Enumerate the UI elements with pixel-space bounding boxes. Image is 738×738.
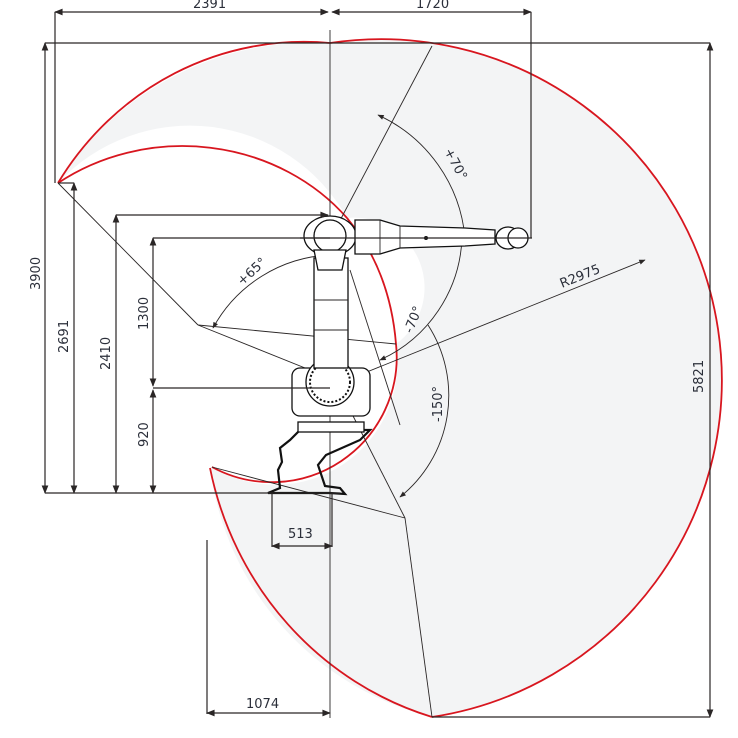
- dim-920: 920: [137, 422, 152, 447]
- lower-reach-arc: [209, 467, 433, 718]
- inner-lower-arc: [211, 343, 398, 484]
- robot-arm: [267, 215, 532, 496]
- dim-3900: 3900: [29, 257, 44, 290]
- inner-upper-arc: [57, 145, 348, 219]
- angle-arcs: [212, 114, 466, 498]
- dim-5821: 5821: [692, 360, 707, 393]
- dim-2691: 2691: [57, 320, 72, 353]
- dim-1300: 1300: [137, 297, 152, 330]
- dimension-lines: [41, 8, 714, 718]
- angle-plus-65: +65°: [235, 255, 270, 289]
- angle-minus-150: -150°: [431, 386, 446, 422]
- outer-reach-arc: [329, 38, 723, 718]
- dim-1720: 1720: [416, 0, 449, 12]
- dim-2410: 2410: [99, 337, 114, 370]
- working-envelope: [57, 38, 723, 718]
- dim-513: 513: [288, 527, 313, 542]
- dim-2391: 2391: [193, 0, 226, 12]
- dim-1074: 1074: [246, 697, 279, 712]
